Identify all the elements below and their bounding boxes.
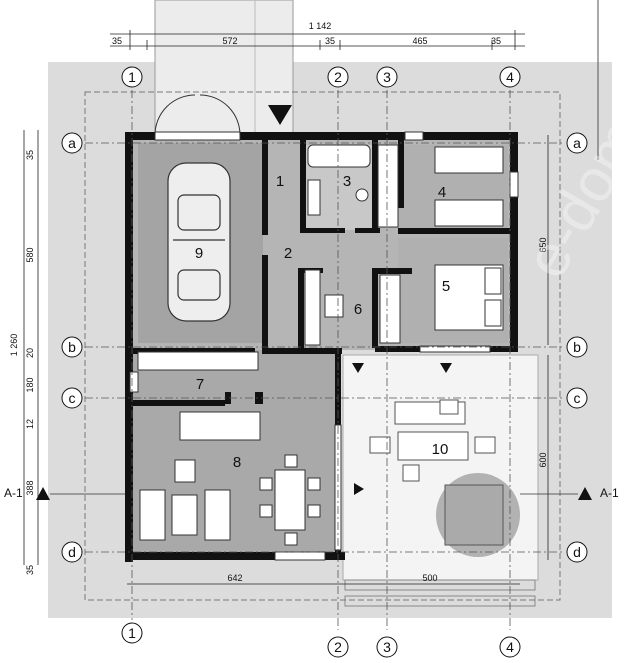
col-1-bottom: 1 xyxy=(128,625,136,641)
dim-left-2: 580 xyxy=(25,247,35,262)
dim-bottom-left: 642 xyxy=(227,573,242,583)
section-marker-right-icon xyxy=(578,487,592,500)
dim-top-5: 35 xyxy=(491,36,501,46)
room-8: 8 xyxy=(233,454,241,471)
col-3-top: 3 xyxy=(383,69,391,85)
room-7: 7 xyxy=(196,376,204,393)
dim-right-lower: 600 xyxy=(538,452,548,467)
row-b-right: b xyxy=(573,339,581,355)
room-9: 9 xyxy=(195,245,203,262)
room-2: 2 xyxy=(284,245,292,262)
terrace-furniture xyxy=(369,399,496,482)
room-6: 6 xyxy=(354,301,362,318)
dimension-labels: 1 142 35 572 35 465 35 642 500 1 260 35 … xyxy=(9,21,548,583)
dim-top-3: 35 xyxy=(325,36,335,46)
row-c-right: c xyxy=(574,390,581,406)
col-2-top: 2 xyxy=(334,69,342,85)
dim-left-7: 35 xyxy=(25,565,35,575)
section-label-left: A-1 xyxy=(4,486,23,500)
section-label-right: A-1 xyxy=(600,486,619,500)
dim-top-4: 465 xyxy=(412,36,427,46)
driveway xyxy=(154,0,294,136)
windows xyxy=(129,131,519,561)
row-b-left: b xyxy=(68,339,76,355)
kitchen-counter xyxy=(137,351,259,371)
col-4-bottom: 4 xyxy=(506,639,514,655)
row-a-right: a xyxy=(573,135,581,151)
row-d-left: d xyxy=(68,544,76,560)
grid-labels: 1 2 3 4 1 2 3 4 a b c d a b c d xyxy=(68,69,581,655)
row-d-right: d xyxy=(573,544,581,560)
terrace xyxy=(342,354,539,581)
room-5: 5 xyxy=(442,278,450,295)
dim-left-4: 180 xyxy=(25,377,35,392)
dim-overall-width: 1 142 xyxy=(309,21,332,31)
dim-left-5: 12 xyxy=(25,419,35,429)
dim-left-1: 35 xyxy=(25,150,35,160)
dim-left-6: 388 xyxy=(25,480,35,495)
room-3: 3 xyxy=(343,173,351,190)
living-furniture xyxy=(139,454,321,546)
bed-icon xyxy=(434,146,504,331)
tree-icon xyxy=(436,473,520,557)
dim-right-upper: 650 xyxy=(538,237,548,252)
dim-left-3: 20 xyxy=(25,348,35,358)
roof-outline xyxy=(84,91,561,601)
row-a-left: a xyxy=(68,135,76,151)
terrace-arrow-icon xyxy=(352,363,364,373)
grid-bubbles xyxy=(61,66,588,658)
col-3-bottom: 3 xyxy=(383,639,391,655)
dim-top-2: 572 xyxy=(222,36,237,46)
car-icon xyxy=(167,162,231,322)
entrance-arrow-icon xyxy=(268,105,292,125)
dim-bottom-right: 500 xyxy=(422,573,437,583)
room-4: 4 xyxy=(438,184,446,201)
section-marker-left-icon xyxy=(36,487,50,500)
col-4-top: 4 xyxy=(506,69,514,85)
room-10: 10 xyxy=(432,441,449,458)
dim-left-overall: 1 260 xyxy=(9,334,19,357)
room-labels: 1 2 3 4 5 6 7 8 9 10 xyxy=(195,173,450,471)
row-c-left: c xyxy=(69,390,76,406)
room-1: 1 xyxy=(276,173,284,190)
col-2-bottom: 2 xyxy=(334,639,342,655)
dim-top-1: 35 xyxy=(112,36,122,46)
bathtub-icon xyxy=(307,144,371,168)
col-1-top: 1 xyxy=(128,69,136,85)
